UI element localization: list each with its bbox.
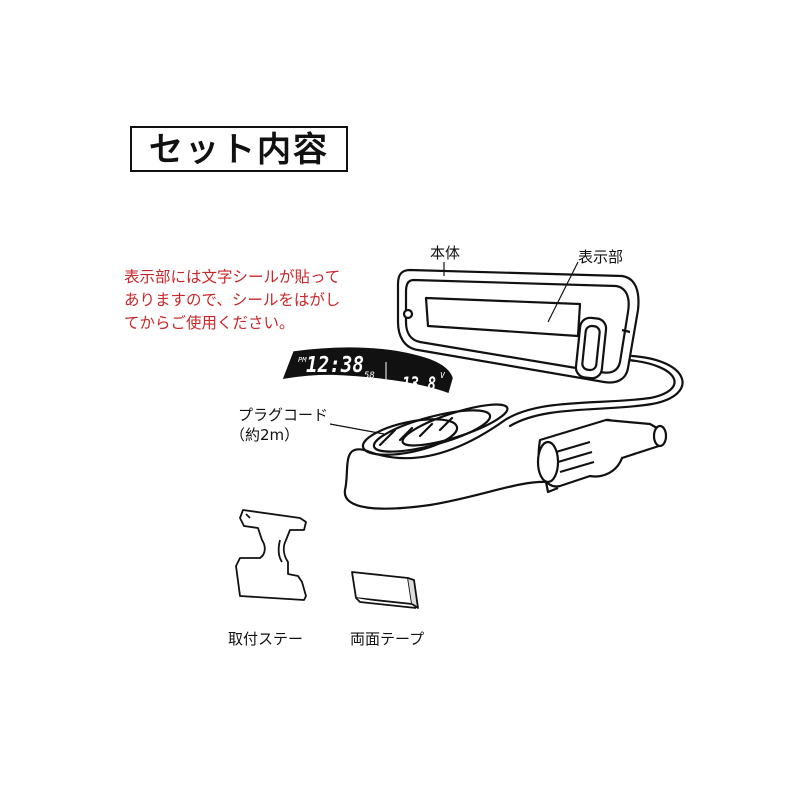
label-double-sided-tape: 両面テープ [350, 630, 425, 648]
note-line-3: てからご使用ください。 [124, 314, 295, 332]
display-sticker: PM 12:38 58 13.8 V [282, 347, 453, 395]
sticker-voltage: 13.8 [402, 373, 436, 395]
sticker-voltage-unit: V [440, 371, 446, 380]
label-main-unit: 本体 [430, 244, 461, 262]
sticker-seconds: 58 [364, 371, 375, 381]
main-unit-body [396, 268, 640, 384]
plug-cord [343, 354, 684, 510]
leader-lines [329, 261, 579, 435]
section-title: セット内容 [149, 130, 329, 170]
sticker-time: 12:38 [306, 353, 364, 378]
label-plug-cord-line2: （約2m） [230, 426, 300, 444]
sensor-dot [402, 308, 414, 320]
note-line-2: ありますので、シールをはがし [124, 291, 341, 309]
double-sided-tape-illustration [351, 571, 419, 609]
section-title-box: セット内容 [130, 126, 348, 172]
label-mounting-stay: 取付ステー [228, 630, 304, 648]
sticker-removal-note: 表示部には文字シールが貼って ありますので、シールをはがし てからご使用ください… [124, 266, 340, 335]
cigarette-plug [536, 418, 668, 494]
note-line-1: 表示部には文字シールが貼って [124, 268, 341, 286]
display-window [424, 296, 582, 338]
label-plug-cord-line1: プラグコード [238, 406, 329, 424]
mounting-stay-illustration [235, 509, 307, 601]
label-display: 表示部 [578, 248, 624, 266]
sticker-pm: PM [298, 356, 307, 364]
